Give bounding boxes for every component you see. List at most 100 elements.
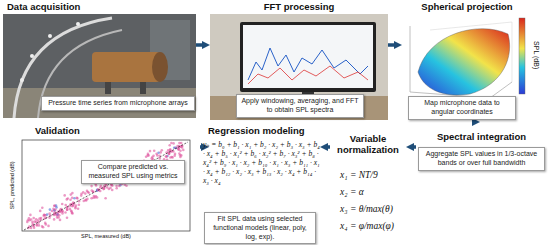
data-point [70, 193, 73, 196]
data-point [153, 150, 156, 153]
caption-box: Map microphone data to angular coordinat… [408, 96, 516, 120]
data-point [35, 218, 38, 221]
data-point [165, 155, 168, 158]
normalization-equation: x₂ = α [340, 187, 430, 198]
data-point [172, 142, 175, 145]
data-point [47, 225, 50, 228]
normalization-equation: x₁ = NT/9 [340, 170, 430, 181]
data-point [43, 214, 46, 217]
monitor-photo [210, 14, 388, 120]
data-point [77, 208, 80, 211]
data-point [88, 191, 91, 194]
caption-box: Apply windowing, averaging, and FFT to o… [236, 94, 364, 118]
data-point [170, 142, 173, 145]
data-point [83, 200, 86, 203]
data-point [41, 225, 44, 228]
caption-box: Compare predicted vs. measured SPL using… [81, 160, 185, 184]
flow-arrow [414, 145, 416, 149]
stage-title: Data acquisition [7, 2, 157, 13]
data-point [145, 156, 148, 159]
data-point [67, 197, 70, 200]
stage-title: Regression modeling [208, 126, 318, 137]
data-point [167, 149, 170, 152]
data-point [71, 212, 74, 215]
colorbar-label: SPL (dB) [532, 35, 540, 75]
data-point [80, 194, 83, 197]
stage-title: FFT processing [210, 2, 388, 13]
data-point [33, 226, 36, 229]
data-point [74, 207, 77, 210]
data-point [111, 189, 114, 192]
caption-box: Fit SPL data using selected functional m… [204, 212, 316, 244]
stage-title: Variable normalization [330, 134, 406, 156]
data-point [84, 192, 87, 195]
data-point [39, 210, 42, 213]
data-point [54, 208, 57, 211]
axis-label: SPL, predicted (dB) [9, 140, 16, 230]
data-point [29, 214, 32, 217]
data-point [66, 207, 69, 210]
stage-node: Variable normalization [330, 132, 406, 162]
data-point [91, 189, 94, 192]
scatter-plot [22, 140, 190, 231]
data-point [44, 222, 47, 225]
data-point [149, 150, 152, 153]
data-point [69, 208, 72, 211]
stage-title: Validation [35, 126, 135, 137]
data-point [66, 198, 69, 201]
data-point [110, 183, 113, 186]
data-point [61, 212, 64, 215]
normalization-equation: x₃ = θ/max(θ) [340, 204, 430, 215]
data-point [38, 217, 41, 220]
data-point [169, 156, 172, 159]
data-point [178, 142, 181, 145]
normalization-equation: x₄ = φ/max(φ) [340, 221, 430, 232]
data-point [35, 223, 38, 226]
data-point [152, 155, 155, 158]
data-point [28, 217, 31, 220]
data-point [104, 197, 107, 200]
data-point [55, 214, 58, 217]
stage-node: Spherical projectionMap microphone data … [402, 2, 547, 122]
data-point [63, 194, 66, 197]
data-point [115, 187, 118, 190]
data-point [42, 226, 45, 229]
data-point [96, 196, 99, 199]
data-point [78, 203, 81, 206]
data-point [43, 214, 46, 217]
data-point [182, 149, 185, 152]
data-point [59, 219, 62, 222]
data-point [64, 211, 67, 214]
flow-arrow [196, 43, 202, 47]
data-point [69, 199, 72, 202]
data-point [168, 144, 171, 147]
data-point [49, 208, 52, 211]
data-point [124, 183, 127, 186]
caption-box: Aggregate SPL values in 1/3-octave bands… [418, 147, 545, 171]
data-point [53, 204, 56, 207]
data-point [71, 196, 74, 199]
flow-arrow [388, 43, 394, 47]
stage-node: Spectral integrationAggregate SPL values… [416, 130, 547, 186]
data-point [32, 217, 35, 220]
data-point [177, 148, 180, 151]
data-point [41, 207, 44, 210]
flow-arrow [200, 145, 201, 149]
data-point [87, 191, 90, 194]
flow-arrow [328, 145, 330, 149]
data-point [177, 148, 180, 151]
data-point [109, 187, 112, 190]
sphere-plot [410, 18, 525, 98]
axis-label: SPL, measured (dB) [56, 233, 156, 240]
stage-title: Spectral integration [416, 132, 547, 143]
data-point [106, 186, 109, 189]
data-point [118, 185, 121, 188]
caption-box: Pressure time series from microphone arr… [41, 96, 195, 111]
data-point [76, 197, 79, 200]
stage-title: Spherical projection [402, 2, 532, 13]
data-point [76, 196, 79, 199]
data-point [26, 221, 29, 224]
